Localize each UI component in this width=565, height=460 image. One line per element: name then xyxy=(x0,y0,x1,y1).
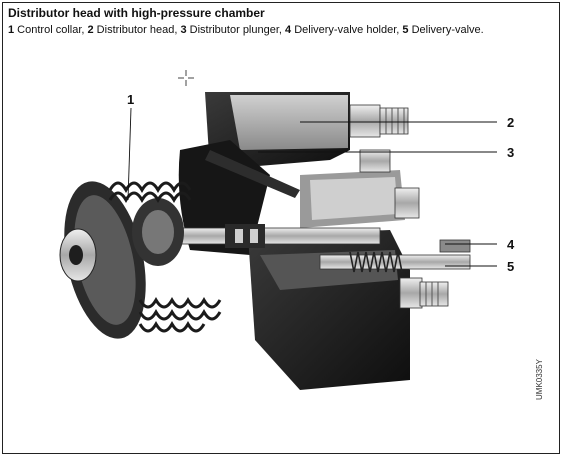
control-collar xyxy=(59,181,184,339)
distributor-head xyxy=(178,92,410,390)
callout-2: 2 xyxy=(507,115,514,130)
middle-delivery-fitting xyxy=(359,149,420,219)
top-delivery-fitting xyxy=(349,104,409,138)
callout-1: 1 xyxy=(127,92,134,107)
caption-num-5: 5 xyxy=(402,24,409,36)
caption-text-3: Distributor plunger, xyxy=(186,24,286,36)
distributor-plunger xyxy=(149,150,381,248)
crosshair-mark xyxy=(178,70,194,86)
callout-3: 3 xyxy=(507,145,514,160)
caption-text-2: Distributor head, xyxy=(93,24,181,36)
leader-lines xyxy=(127,107,497,267)
figure-caption: 1 Control collar, 2 Distributor head, 3 … xyxy=(8,24,484,36)
caption-num-3: 3 xyxy=(180,24,187,36)
caption-text-5: Delivery-valve. xyxy=(408,24,484,36)
caption-num-4: 4 xyxy=(285,24,292,36)
lower-delivery-fitting xyxy=(399,277,449,309)
delivery-valve-holder xyxy=(319,239,471,273)
figure-title: Distributor head with high-pressure cham… xyxy=(8,6,265,20)
caption-text-4: Delivery-valve holder, xyxy=(291,24,403,36)
callout-5: 5 xyxy=(507,259,514,274)
caption-num-2: 2 xyxy=(87,24,94,36)
return-springs xyxy=(108,181,222,333)
callout-4: 4 xyxy=(507,237,515,252)
caption-text-1: Control collar, xyxy=(14,24,88,36)
caption-num-1: 1 xyxy=(8,24,15,36)
figure-code: UMK0335Y xyxy=(535,359,544,400)
